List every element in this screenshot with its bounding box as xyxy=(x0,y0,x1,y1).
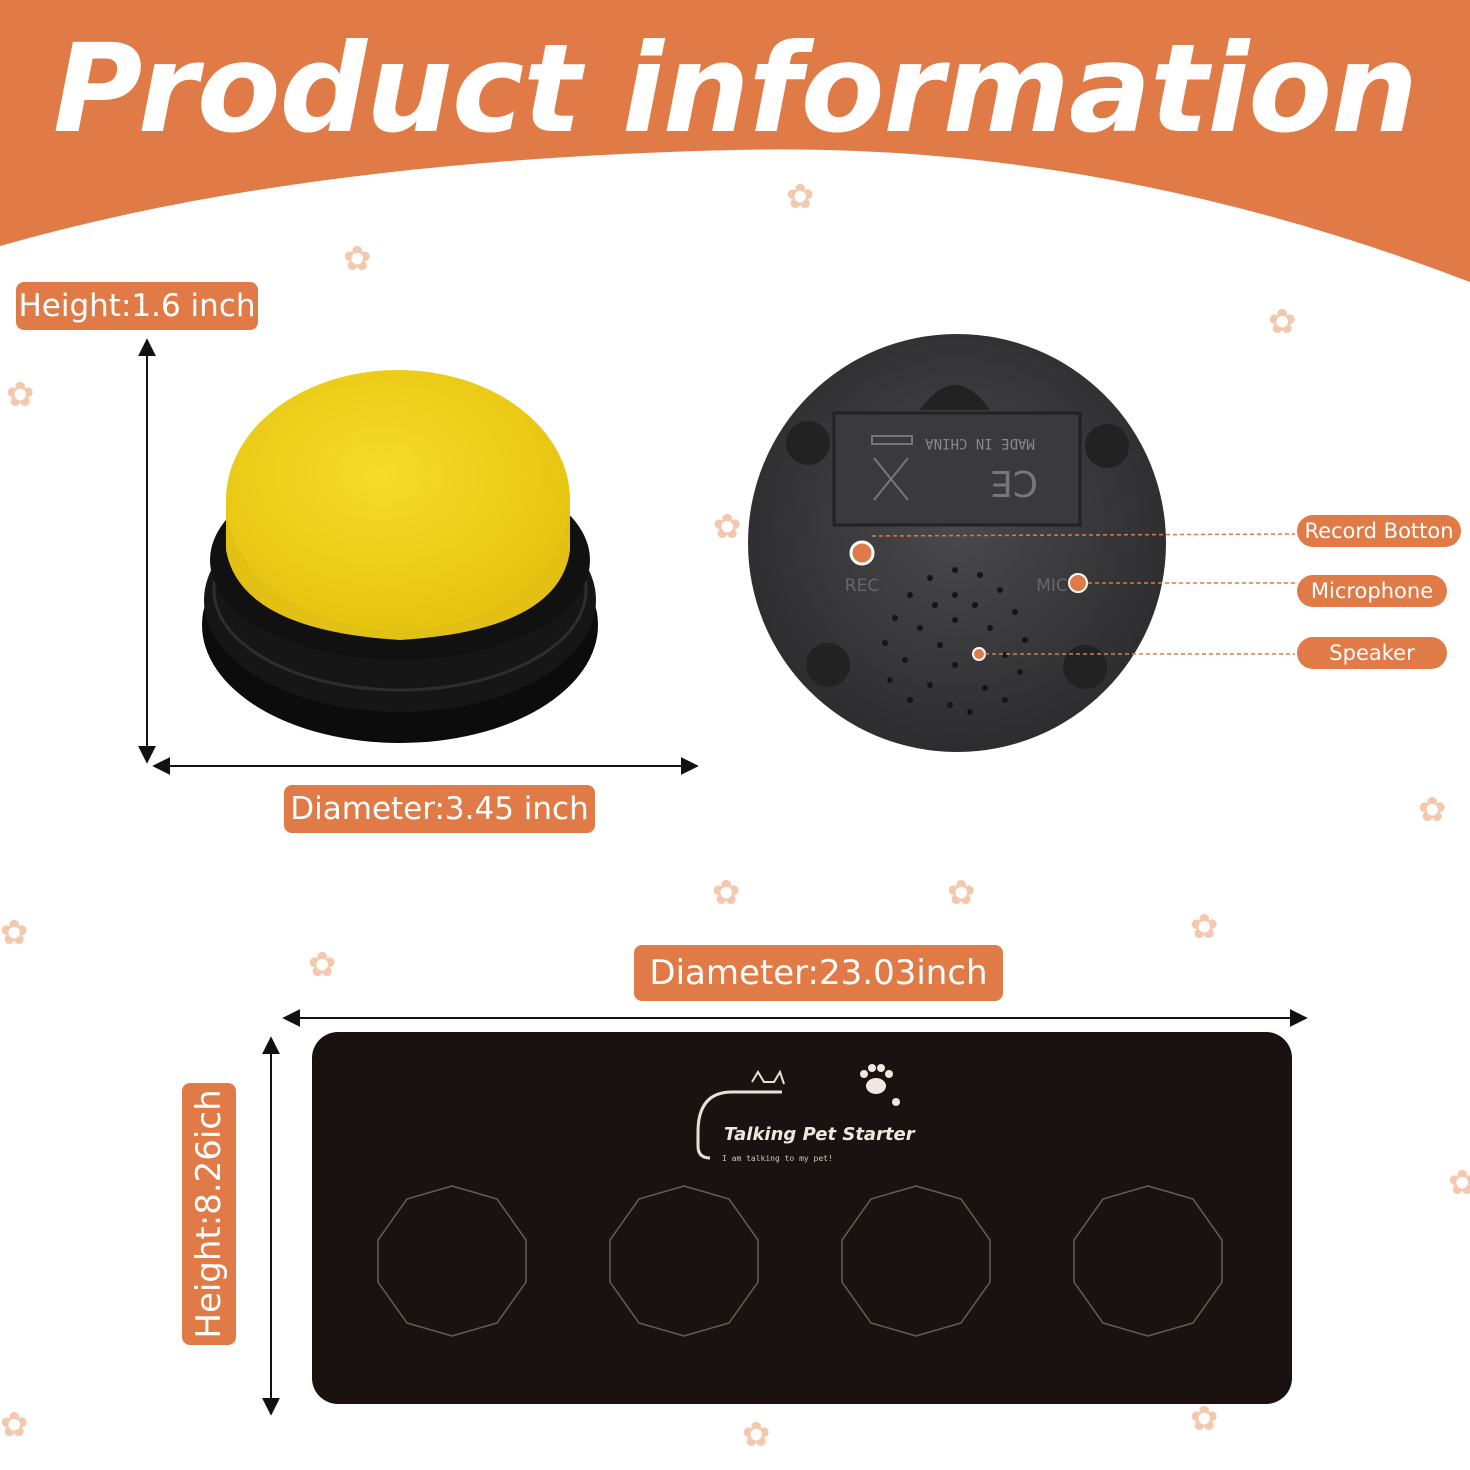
speaker-callout: Speaker xyxy=(1297,637,1447,669)
paw-print-icon: ✿ xyxy=(0,1405,29,1445)
header-banner: Product information xyxy=(0,0,1470,300)
button-slots xyxy=(377,1185,1223,1337)
paw-print-icon: ✿ xyxy=(308,945,337,985)
paw-print-icon: ✿ xyxy=(6,375,35,415)
speaker-grille xyxy=(882,567,1028,715)
mat-height-label: Height:8.26ich xyxy=(182,1083,236,1345)
button-height-label: Height:1.6 inch xyxy=(16,282,258,330)
rec-text: REC xyxy=(845,576,879,596)
speaker-marker xyxy=(972,647,986,661)
paw-logo-icon xyxy=(860,1064,900,1106)
page-title: Product information xyxy=(53,18,1418,160)
paw-print-icon: ✿ xyxy=(1268,302,1297,342)
mat-brand-text: Talking Pet Starter xyxy=(724,1124,915,1145)
mat-width-label: Diameter:23.03inch xyxy=(634,945,1003,1001)
record-button-callout: Record Botton xyxy=(1297,515,1461,547)
record-marker xyxy=(849,540,875,566)
paw-print-icon: ✿ xyxy=(947,873,976,913)
button-diameter-label: Diameter:3.45 inch xyxy=(284,785,595,833)
paw-print-icon: ✿ xyxy=(0,913,29,953)
microphone-callout: Microphone xyxy=(1297,575,1447,607)
made-in-text: MADE IN CHINA xyxy=(925,435,1035,451)
mic-marker xyxy=(1068,573,1088,593)
paw-print-icon: ✿ xyxy=(713,507,742,547)
button-mat-image: Talking Pet Starter I am talking to my p… xyxy=(312,1032,1292,1404)
paw-print-icon: ✿ xyxy=(1190,907,1219,947)
paw-print-icon: ✿ xyxy=(712,873,741,913)
paw-print-icon: ✿ xyxy=(343,239,372,279)
yellow-button-image xyxy=(202,370,598,743)
paw-print-icon: ✿ xyxy=(1418,790,1447,830)
mat-tagline-text: I am talking to my pet! xyxy=(722,1154,833,1163)
button-back-image: MADE IN CHINA CE REC MIC xyxy=(748,334,1296,752)
svg-text:CE: CE xyxy=(990,462,1038,503)
paw-print-icon: ✿ xyxy=(1448,1163,1470,1203)
paw-print-icon: ✿ xyxy=(786,177,815,217)
paw-print-icon: ✿ xyxy=(1190,1399,1219,1439)
mic-text: MIC xyxy=(1036,576,1068,596)
paw-print-icon: ✿ xyxy=(742,1415,771,1455)
